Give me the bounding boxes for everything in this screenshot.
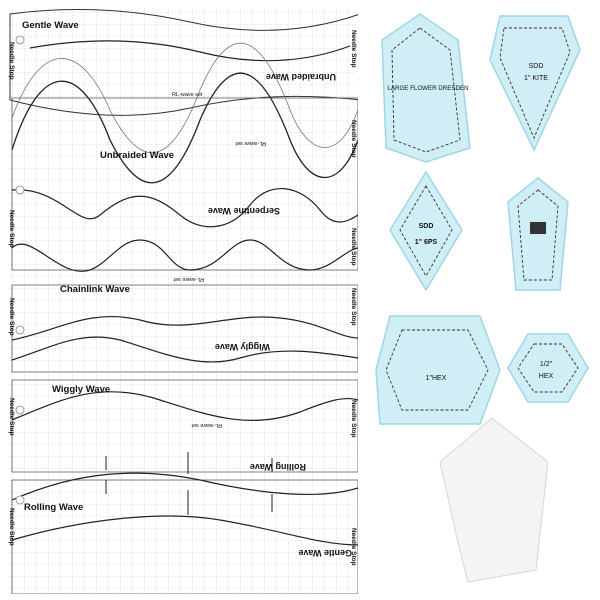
label-needle-stop: Needle Stop: [350, 528, 357, 566]
label-unbraided-wave: Unbraided Wave: [100, 150, 174, 161]
label-hex: 1"HEX: [426, 375, 447, 382]
label-unbraided-wave-top: Unbraided Wave: [266, 72, 336, 82]
label-needle-stop: Needle Stop: [8, 210, 15, 248]
label-serpentine-wave: Serpentine Wave: [208, 206, 280, 216]
label-set-name-chain: RL-wave set: [173, 276, 204, 282]
label-6ps-line1: SDD: [419, 223, 434, 230]
label-needle-stop: Needle Stop: [8, 298, 15, 336]
label-wiggly-wave-top: Wiggly Wave: [215, 342, 270, 352]
paper-template: [439, 417, 549, 583]
label-6ps-line2: 1" 6PS: [415, 239, 438, 246]
ruler-gentle-wave: [9, 9, 358, 116]
diamond-template: [389, 170, 463, 292]
label-needle-stop: Needle Stop: [350, 228, 357, 266]
wiggly-wave-curve: [11, 316, 358, 341]
label-set-name-wiggly: RL-wave set: [191, 422, 222, 428]
half-hex-template: [507, 333, 589, 403]
unbraided-wave-curve: [11, 72, 358, 184]
label-gentle-wave-bottom: Gentle Wave: [298, 548, 352, 558]
label-kite-line2: 1" KITE: [524, 75, 548, 82]
label-needle-stop: Needle Stop: [8, 42, 15, 80]
label-needle-stop: Needle Stop: [350, 288, 357, 326]
label-set-name-mid: RL-wave set: [235, 140, 266, 146]
acrylic-templates: LARGE FLOWER DRESDEN SDD 1" KITE SDD 1" …: [375, 13, 589, 583]
label-rolling-wave: Rolling Wave: [24, 502, 83, 513]
label-set-name-top: RL-wave set: [172, 92, 203, 98]
hex-template: [375, 315, 501, 425]
label-half-hex-line2: HEX: [539, 373, 554, 380]
label-dresden: LARGE FLOWER DRESDEN: [387, 85, 468, 92]
label-kite-line1: SDD: [529, 63, 544, 70]
kite-template: [489, 15, 581, 152]
dresden-template: [381, 13, 471, 163]
rolling-wave-curve: [11, 472, 358, 501]
label-needle-stop: Needle Stop: [350, 400, 357, 438]
label-wiggly-wave: Wiggly Wave: [52, 384, 110, 395]
label-half-hex-line1: 1/2": [540, 361, 553, 368]
wave-rulers: [8, 8, 358, 594]
label-gentle-wave: Gentle Wave: [22, 20, 79, 31]
label-needle-stop: Needle Stop: [350, 120, 357, 158]
ruler-grid: [8, 8, 356, 594]
label-chainlink-wave: Chainlink Wave: [60, 284, 130, 295]
label-needle-stop: Needle Stop: [350, 30, 357, 68]
label-rolling-wave-top: Rolling Wave: [250, 462, 306, 472]
gentle-wave-curve: [11, 515, 358, 546]
label-needle-stop: Needle Stop: [8, 508, 15, 546]
serpentine-wave-curve: [11, 188, 358, 228]
label-needle-stop: Needle Stop: [8, 398, 15, 436]
small-label-block: [530, 222, 546, 234]
